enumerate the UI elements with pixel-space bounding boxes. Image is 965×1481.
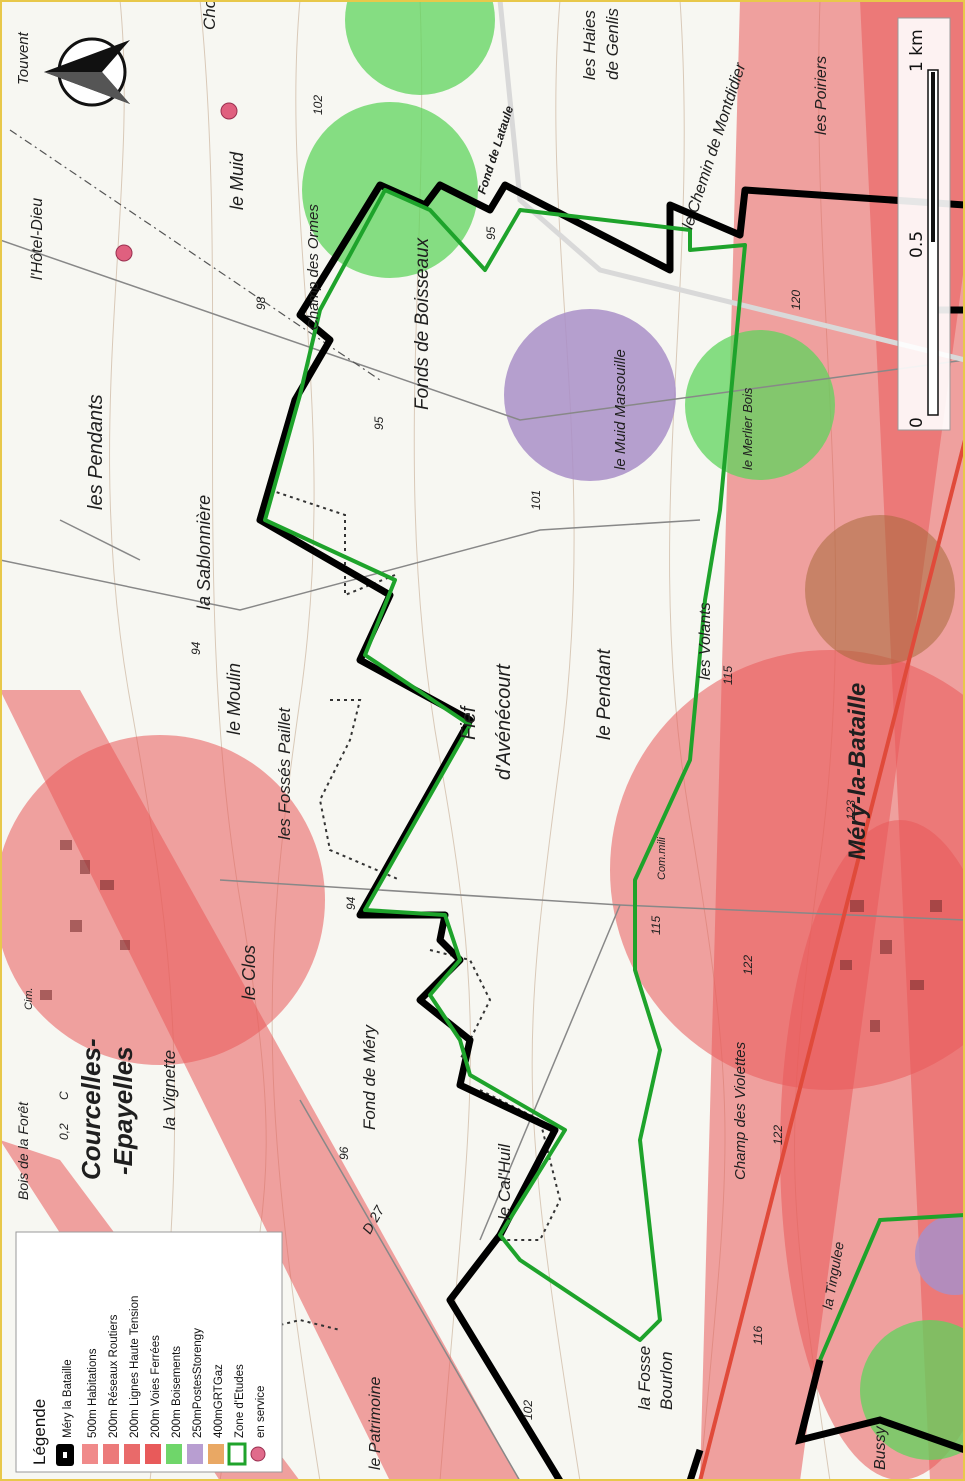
woodland-road-overlap [805, 515, 955, 665]
label-com-mili: Com.mili [656, 837, 668, 880]
commune-boundary-southeast [795, 1359, 965, 1454]
railway [497, 0, 965, 363]
label-le-moulin: le Moulin [224, 663, 244, 735]
boundary-dashdot [9, 129, 381, 381]
label-courcelles: Courcelles- [76, 1038, 106, 1180]
label-de-genlis: de Genlis [603, 8, 622, 80]
svg-text:Méry la Bataille: Méry la Bataille [62, 1359, 74, 1438]
label-le-merlier-bois: le Merlier Bois [740, 387, 755, 470]
label-les-poiriers: les Poiriers [813, 56, 830, 135]
label-champ-des-ormes: Champ des Ormes [305, 204, 322, 330]
label-fonds-de-boisseaux: Fonds de Boisseaux [412, 236, 433, 410]
svg-text:200m Boisements: 200m Boisements [171, 1346, 183, 1438]
svg-text:500m Habitations: 500m Habitations [87, 1348, 99, 1438]
scale-bar: 0 0.5 1 km [897, 17, 951, 431]
village-buildings [40, 840, 942, 1032]
svg-text:200m Lignes Haute Tension: 200m Lignes Haute Tension [129, 1296, 141, 1438]
scale-label-05: 0.5 [907, 231, 927, 258]
legend-item-reseaux-routiers: 200m Réseaux Routiers [103, 1314, 120, 1464]
legend-item-en-service: en service [250, 1386, 267, 1462]
elev-02: 0,2 [57, 1123, 71, 1140]
roads [0, 239, 965, 1481]
elev-115a: 115 [721, 666, 735, 685]
legend-item-storengy: 250mPostesStorengy [187, 1328, 204, 1464]
label-la-fosse: la Fosse [635, 1346, 654, 1410]
svg-text:400mGRTGaz: 400mGRTGaz [213, 1364, 225, 1438]
label-mery: Méry-la-Bataille [844, 683, 871, 860]
main-road [698, 439, 965, 1481]
elev-101: 101 [529, 490, 543, 510]
elev-98: 98 [254, 296, 268, 310]
svg-text:en service: en service [255, 1386, 267, 1438]
legend: Légende Méry la Bataille 500m Habitation… [15, 1231, 283, 1473]
label-hotel-dieu: l'Hôtel-Dieu [29, 198, 46, 280]
label-la-sablonniere: la Sablonnière [194, 495, 214, 610]
label-les-pendants: les Pendants [85, 394, 107, 510]
legend-item-grtgaz: 400mGRTGaz [208, 1364, 225, 1464]
legend-item-boisements: 200m Boisements [166, 1346, 183, 1464]
label-fief: Fief [458, 704, 480, 740]
svg-text:200m Voies Ferrées: 200m Voies Ferrées [150, 1335, 162, 1438]
elev-96: 96 [337, 1146, 351, 1160]
label-bois-de-la-foret: Bois de la Forêt [15, 1101, 31, 1200]
legend-item-habitations: 500m Habitations [82, 1348, 99, 1464]
elev-102b: 102 [521, 1400, 535, 1420]
label-champ-des-violettes: Champ des Violettes [732, 1041, 749, 1180]
legend-item-mery: Méry la Bataille [56, 1359, 74, 1466]
north-arrow-icon [44, 37, 130, 107]
label-bussy: Bussy [872, 1425, 889, 1470]
study-zone-outline [263, 188, 747, 1342]
elev-122b: 122 [771, 1125, 785, 1145]
label-le-muid: le Muid [227, 151, 247, 210]
scale-label-0: 0 [907, 417, 927, 428]
label-le-muid-marsouille: le Muid Marsouille [612, 349, 629, 470]
label-avenecourt: d'Avénécourt [493, 663, 515, 780]
svg-text:250mPostesStorengy: 250mPostesStorengy [192, 1328, 204, 1438]
label-cim: Cim. [23, 987, 35, 1010]
label-touvent: Touvent [15, 31, 32, 85]
elev-122a: 122 [741, 955, 755, 975]
study-zone-outline-2 [818, 1213, 965, 1361]
svg-text:Zone d'Etudes: Zone d'Etudes [234, 1364, 246, 1438]
elev-c: C [57, 1091, 71, 1100]
scale-label-1km: 1 km [907, 29, 927, 72]
commune-boundary-south [686, 1448, 704, 1481]
label-le-patrimoine: le Patrimoine [367, 1377, 384, 1470]
label-les-volants: les Volants [697, 602, 714, 680]
elev-115b: 115 [649, 916, 663, 935]
elev-116: 116 [751, 1326, 765, 1345]
label-fond-de-mery: Fond de Méry [360, 1024, 379, 1130]
label-bourlon: Bourlon [657, 1351, 676, 1410]
label-les-haies: les Haies [580, 10, 599, 80]
legend-item-haute-tension: 200m Lignes Haute Tension [124, 1296, 141, 1464]
elev-120: 120 [789, 290, 803, 310]
elev-94b: 94 [344, 896, 358, 910]
label-le-clos: le Clos [239, 945, 259, 1000]
map-labels: Courcelles- -Epayelles Méry-la-Bataille … [15, 0, 889, 1470]
elev-95b: 95 [484, 226, 498, 240]
legend-item-zone-etudes: Zone d'Etudes [227, 1364, 247, 1466]
svg-text:200m Réseaux Routiers: 200m Réseaux Routiers [108, 1314, 120, 1438]
label-epayelles: -Epayelles [108, 1046, 138, 1175]
elev-102a: 102 [311, 95, 325, 115]
elev-94a: 94 [189, 641, 203, 655]
elev-95a: 95 [372, 416, 386, 430]
elev-123: 123 [844, 800, 858, 820]
label-la-vignette: la Vignette [160, 1050, 179, 1130]
label-cho: Cho [200, 0, 219, 30]
storengy-buffers [504, 309, 965, 1295]
label-le-cal-huil: le Cal'Huil [495, 1143, 514, 1220]
habitation-dots [115, 102, 238, 262]
label-les-fosses-paillet: les Fossés Paillet [275, 706, 294, 840]
legend-item-voies-ferrees: 200m Voies Ferrées [145, 1335, 162, 1464]
elevation-labels: 102 98 95 95 94 94 96 101 115 115 120 12… [57, 95, 858, 1420]
label-le-pendant: le Pendant [594, 648, 615, 740]
legend-title: Légende [30, 1399, 49, 1465]
